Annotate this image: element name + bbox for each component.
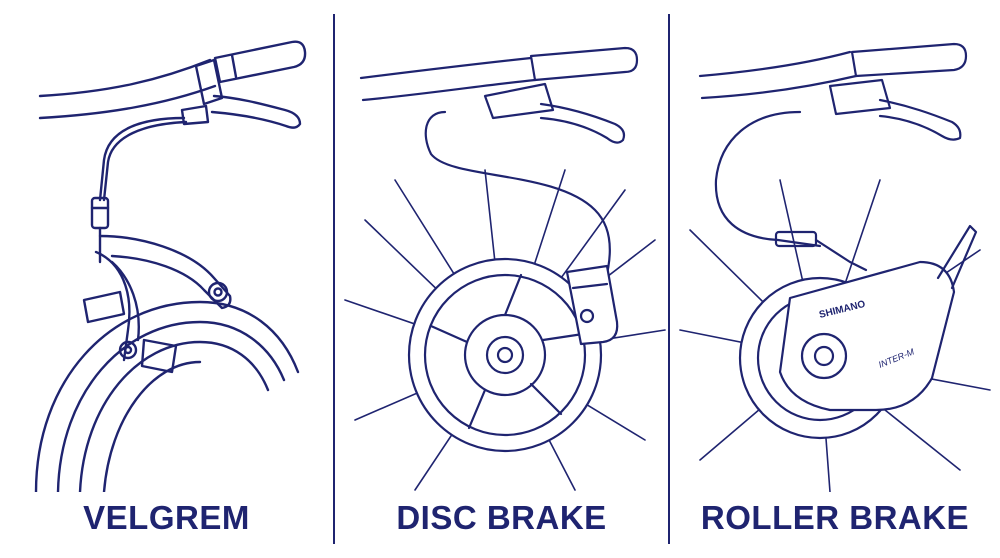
panel-disc-brake: DISC BRAKE <box>335 0 668 558</box>
label-roller-brake: ROLLER BRAKE <box>700 499 970 536</box>
label-rim-brake: VELGREM <box>83 499 250 536</box>
rim-brake-caliper-icon <box>82 234 232 374</box>
panel-divider <box>333 14 335 544</box>
brake-cable-icon <box>714 110 822 248</box>
panel-roller-brake: SHIMANO INTER-M ROLLER BRAKE <box>670 0 1000 558</box>
label-disc-brake: DISC BRAKE <box>396 499 607 536</box>
disc-brake-drawing <box>344 46 666 491</box>
brake-cable-icon <box>424 110 611 284</box>
brake-lever-icon <box>483 82 626 144</box>
handlebar-icon <box>38 58 212 98</box>
roller-brake-drawing: SHIMANO INTER-M <box>679 42 991 492</box>
roller-brake-hub-icon: SHIMANO INTER-M <box>738 224 978 440</box>
wheel-rim-icon <box>34 300 300 492</box>
handlebar-grip-icon <box>529 46 639 82</box>
handlebar-grip-icon <box>213 40 307 84</box>
disc-caliper-icon <box>565 264 619 346</box>
disc-rotor-icon <box>407 257 603 453</box>
brake-lever-icon <box>828 78 962 141</box>
brake-lever-icon <box>180 58 302 129</box>
rim-brake-drawing <box>34 40 307 492</box>
panel-rim-brake: VELGREM <box>0 0 333 558</box>
brake-cable-icon <box>98 116 186 202</box>
handlebar-grip-icon <box>850 42 968 78</box>
panel-divider <box>668 14 670 544</box>
